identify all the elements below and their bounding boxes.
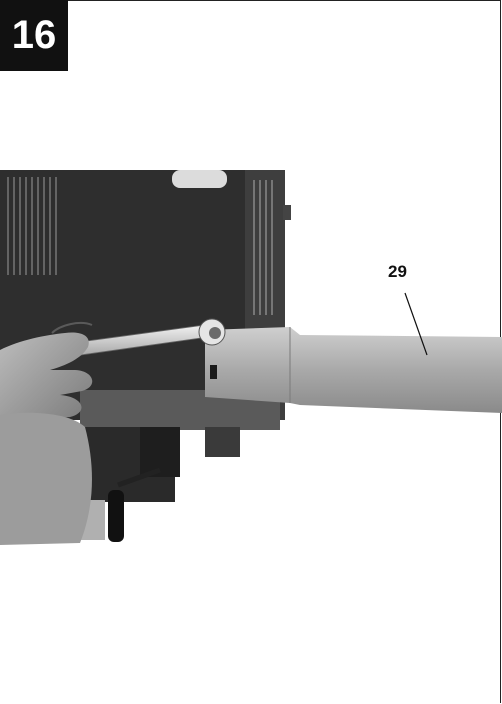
callout-leader <box>404 292 428 356</box>
machine-body <box>0 170 291 542</box>
figure-number: 16 <box>0 0 68 71</box>
hand <box>0 322 93 545</box>
extension-arm <box>205 327 502 413</box>
assembly-photo <box>0 170 502 545</box>
callout-label-29: 29 <box>388 262 407 281</box>
